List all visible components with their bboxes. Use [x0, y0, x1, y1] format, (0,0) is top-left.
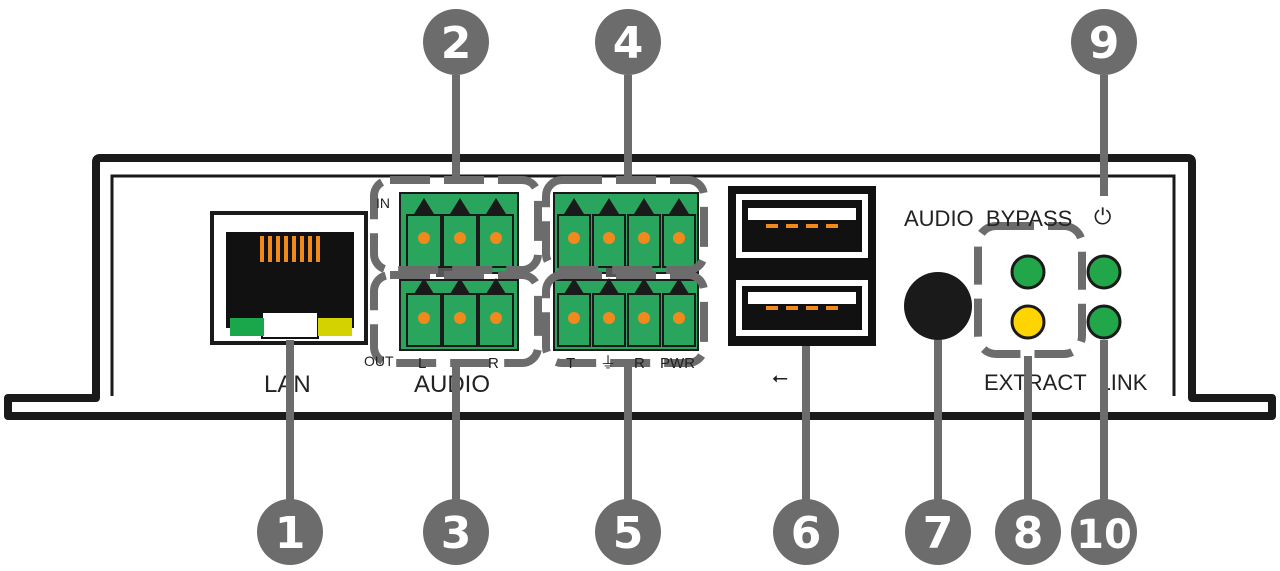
- power-symbol-icon: ⏻: [1094, 204, 1111, 229]
- bypass-led: [1010, 254, 1046, 290]
- rs232-power-terminal-blocks: [542, 176, 708, 367]
- callout-10: 10: [1071, 499, 1137, 565]
- svg-text:5: 5: [613, 508, 644, 559]
- callout-9: 9: [1071, 9, 1137, 75]
- svg-text:8: 8: [1013, 508, 1044, 559]
- label-extract-link: EXTRACT LINK: [984, 370, 1148, 395]
- callout-3: 3: [423, 499, 489, 565]
- label-out: OUT: [364, 353, 394, 369]
- label-audio-bypass: AUDIO BYPASS: [904, 206, 1072, 231]
- svg-text:4: 4: [613, 18, 644, 69]
- svg-text:6: 6: [791, 508, 822, 559]
- svg-text:1: 1: [275, 508, 306, 559]
- svg-text:3: 3: [441, 508, 472, 559]
- svg-text:9: 9: [1089, 18, 1120, 69]
- callout-leaders: [286, 75, 1108, 510]
- label-in: IN: [376, 195, 390, 211]
- power-led: [1086, 254, 1122, 290]
- callouts: 1 2 3 4 5 6 7 8: [257, 9, 1137, 565]
- callout-8: 8: [995, 499, 1061, 565]
- label-pwr: PWR: [660, 355, 695, 372]
- svg-text:10: 10: [1076, 512, 1132, 558]
- label-rx: R: [634, 355, 645, 372]
- label-tx: T: [566, 355, 575, 372]
- audio-bypass-button[interactable]: [904, 272, 972, 340]
- label-r: R: [488, 355, 499, 372]
- extract-led: [1010, 304, 1046, 340]
- lan-led-green: [230, 318, 264, 336]
- led-indicators: [974, 222, 1122, 358]
- label-ground: ⏚: [600, 354, 616, 372]
- svg-text:7: 7: [923, 508, 954, 559]
- callout-4: 4: [595, 9, 661, 75]
- lan-pins: [260, 236, 320, 262]
- usb-ports: [728, 186, 876, 346]
- audio-terminal-blocks: [370, 176, 542, 367]
- callout-6: 6: [773, 499, 839, 565]
- callout-5: 5: [595, 499, 661, 565]
- lan-port: [210, 211, 368, 345]
- link-led: [1086, 304, 1122, 340]
- label-l: L: [418, 355, 426, 372]
- callout-2: 2: [423, 9, 489, 75]
- svg-text:2: 2: [441, 18, 472, 69]
- usb-symbol-icon: ⭠: [772, 367, 788, 389]
- lan-led-yellow: [318, 318, 352, 336]
- callout-1: 1: [257, 499, 323, 565]
- callout-7: 7: [905, 499, 971, 565]
